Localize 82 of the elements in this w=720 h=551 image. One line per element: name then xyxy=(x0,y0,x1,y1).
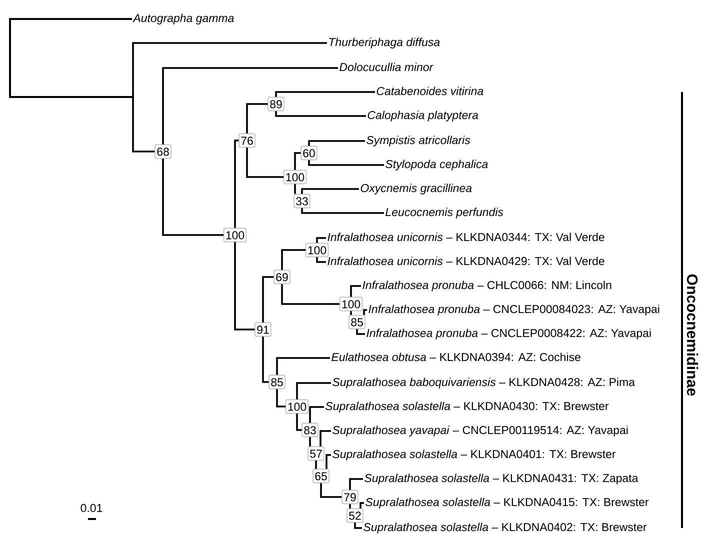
branch-line xyxy=(309,406,324,423)
branch-line xyxy=(276,357,330,375)
taxon-label: Infralathosea pronuba – CNCLEP00084023: AZ: Yavapai xyxy=(368,304,660,316)
branch-line xyxy=(301,208,384,214)
branch-line xyxy=(301,188,359,194)
branch-line xyxy=(363,309,367,315)
support-value-box: 100 xyxy=(224,228,246,242)
branch-line xyxy=(320,483,342,498)
branch-line xyxy=(308,160,384,166)
branch-line xyxy=(349,504,351,508)
taxon-label: Supralathosea solastella – KLKDNA0402: TX: Brewster xyxy=(364,522,647,534)
support-value-box: 83 xyxy=(302,422,318,438)
support-value-box: 68 xyxy=(154,144,172,159)
support-value-box: 76 xyxy=(238,133,256,148)
branch-line xyxy=(276,389,286,408)
support-value-box: 100 xyxy=(286,399,308,414)
support-value-box: 100 xyxy=(306,242,328,258)
branch-line xyxy=(294,152,301,170)
branch-line xyxy=(309,437,311,446)
support-value-box: 100 xyxy=(340,296,362,312)
branch-line xyxy=(294,184,296,194)
branch-line xyxy=(354,522,362,529)
taxon-label: Infralathosea unicornis – KLKDNA0429: TX: Val Verde xyxy=(328,256,604,266)
branch-line xyxy=(262,276,274,322)
support-value-box: 89 xyxy=(268,96,284,112)
taxon-label: Supralathosea solastella – KLKDNA0401: TX: Brewster xyxy=(332,450,616,460)
branch-line xyxy=(281,249,306,270)
taxon-label: Infralathosea unicornis – KLKDNA0344: TX: Val Verde xyxy=(328,232,604,242)
clade-label: Oncocnemidinae xyxy=(686,274,698,396)
branch-line xyxy=(315,460,317,469)
branch-line xyxy=(246,148,284,178)
support-value-box: 65 xyxy=(312,468,330,484)
support-value-box: 100 xyxy=(284,170,306,184)
taxon-label: Supralathosea solastella – KLKDNA0431: TX: Zapata xyxy=(364,474,638,484)
support-value-box: 52 xyxy=(346,508,364,523)
support-value-box: 85 xyxy=(348,314,366,330)
taxon-label: Calophasia platyptera xyxy=(368,110,478,122)
branch-line xyxy=(234,140,239,228)
taxon-label: Catabenoides vitirina xyxy=(376,86,484,96)
branch-line xyxy=(234,242,255,330)
branch-line xyxy=(360,502,364,508)
taxon-label: Leucocnemis perfundis xyxy=(386,208,504,218)
taxon-label: Dolocucullia minor xyxy=(340,62,434,72)
branch-line xyxy=(308,140,365,146)
branch-line xyxy=(326,454,331,469)
support-value-box: 57 xyxy=(308,446,324,461)
scale-label: 0.01 xyxy=(80,504,102,512)
taxon-label: Supralathosea baboquivariensis – KLKDNA0428: AZ: Pima xyxy=(332,378,635,388)
branch-line xyxy=(275,91,375,97)
support-value-box: 69 xyxy=(274,270,290,284)
branch-line xyxy=(316,237,326,243)
branch-line xyxy=(316,257,326,263)
support-value-box: 60 xyxy=(300,146,318,160)
branch-line xyxy=(275,111,366,117)
branch-line xyxy=(262,336,269,383)
branch-line xyxy=(296,414,302,431)
taxon-label: Autographa gamma xyxy=(132,14,234,24)
branch-line xyxy=(350,311,352,315)
support-value-box: 79 xyxy=(342,490,358,504)
branch-line xyxy=(296,382,331,400)
branch-line xyxy=(281,284,340,305)
branch-line xyxy=(9,18,155,152)
branch-line xyxy=(349,478,363,490)
taxon-label: Sympistis atricollaris xyxy=(366,136,470,146)
taxon-label: Supralathosea solastella – KLKDNA0415: TX: Brewster xyxy=(366,498,649,508)
taxon-label: Eulathosea obtusa – KLKDNA0394: AZ: Cochise xyxy=(332,352,580,362)
taxon-label: Stylopoda cephalica xyxy=(386,160,488,170)
branch-line xyxy=(162,67,338,144)
branch-line xyxy=(356,329,365,335)
branch-line xyxy=(320,430,331,446)
taxon-label: Infralathosea pronuba – CNCLEP0008422: AZ: Yavapai xyxy=(366,328,651,340)
taxon-label: Oxycnemis gracillinea xyxy=(360,184,472,194)
branch-line xyxy=(246,103,268,134)
branch-line xyxy=(162,158,224,236)
support-value-box: 85 xyxy=(268,374,286,390)
branch-line xyxy=(350,285,361,297)
taxon-label: Supralathosea yavapai – CNCLEP00119514: AZ: Yavapai xyxy=(332,426,628,436)
support-value-box: 33 xyxy=(294,194,310,208)
support-value-box: 91 xyxy=(254,322,272,337)
taxon-label: Thurberiphaga diffusa xyxy=(329,38,440,48)
taxon-label: Supralathosea solastella – KLKDNA0430: TX: Brewster xyxy=(326,402,609,412)
taxon-label: Infralathosea pronuba – CHLC0066: NM: Lincoln xyxy=(362,280,612,292)
